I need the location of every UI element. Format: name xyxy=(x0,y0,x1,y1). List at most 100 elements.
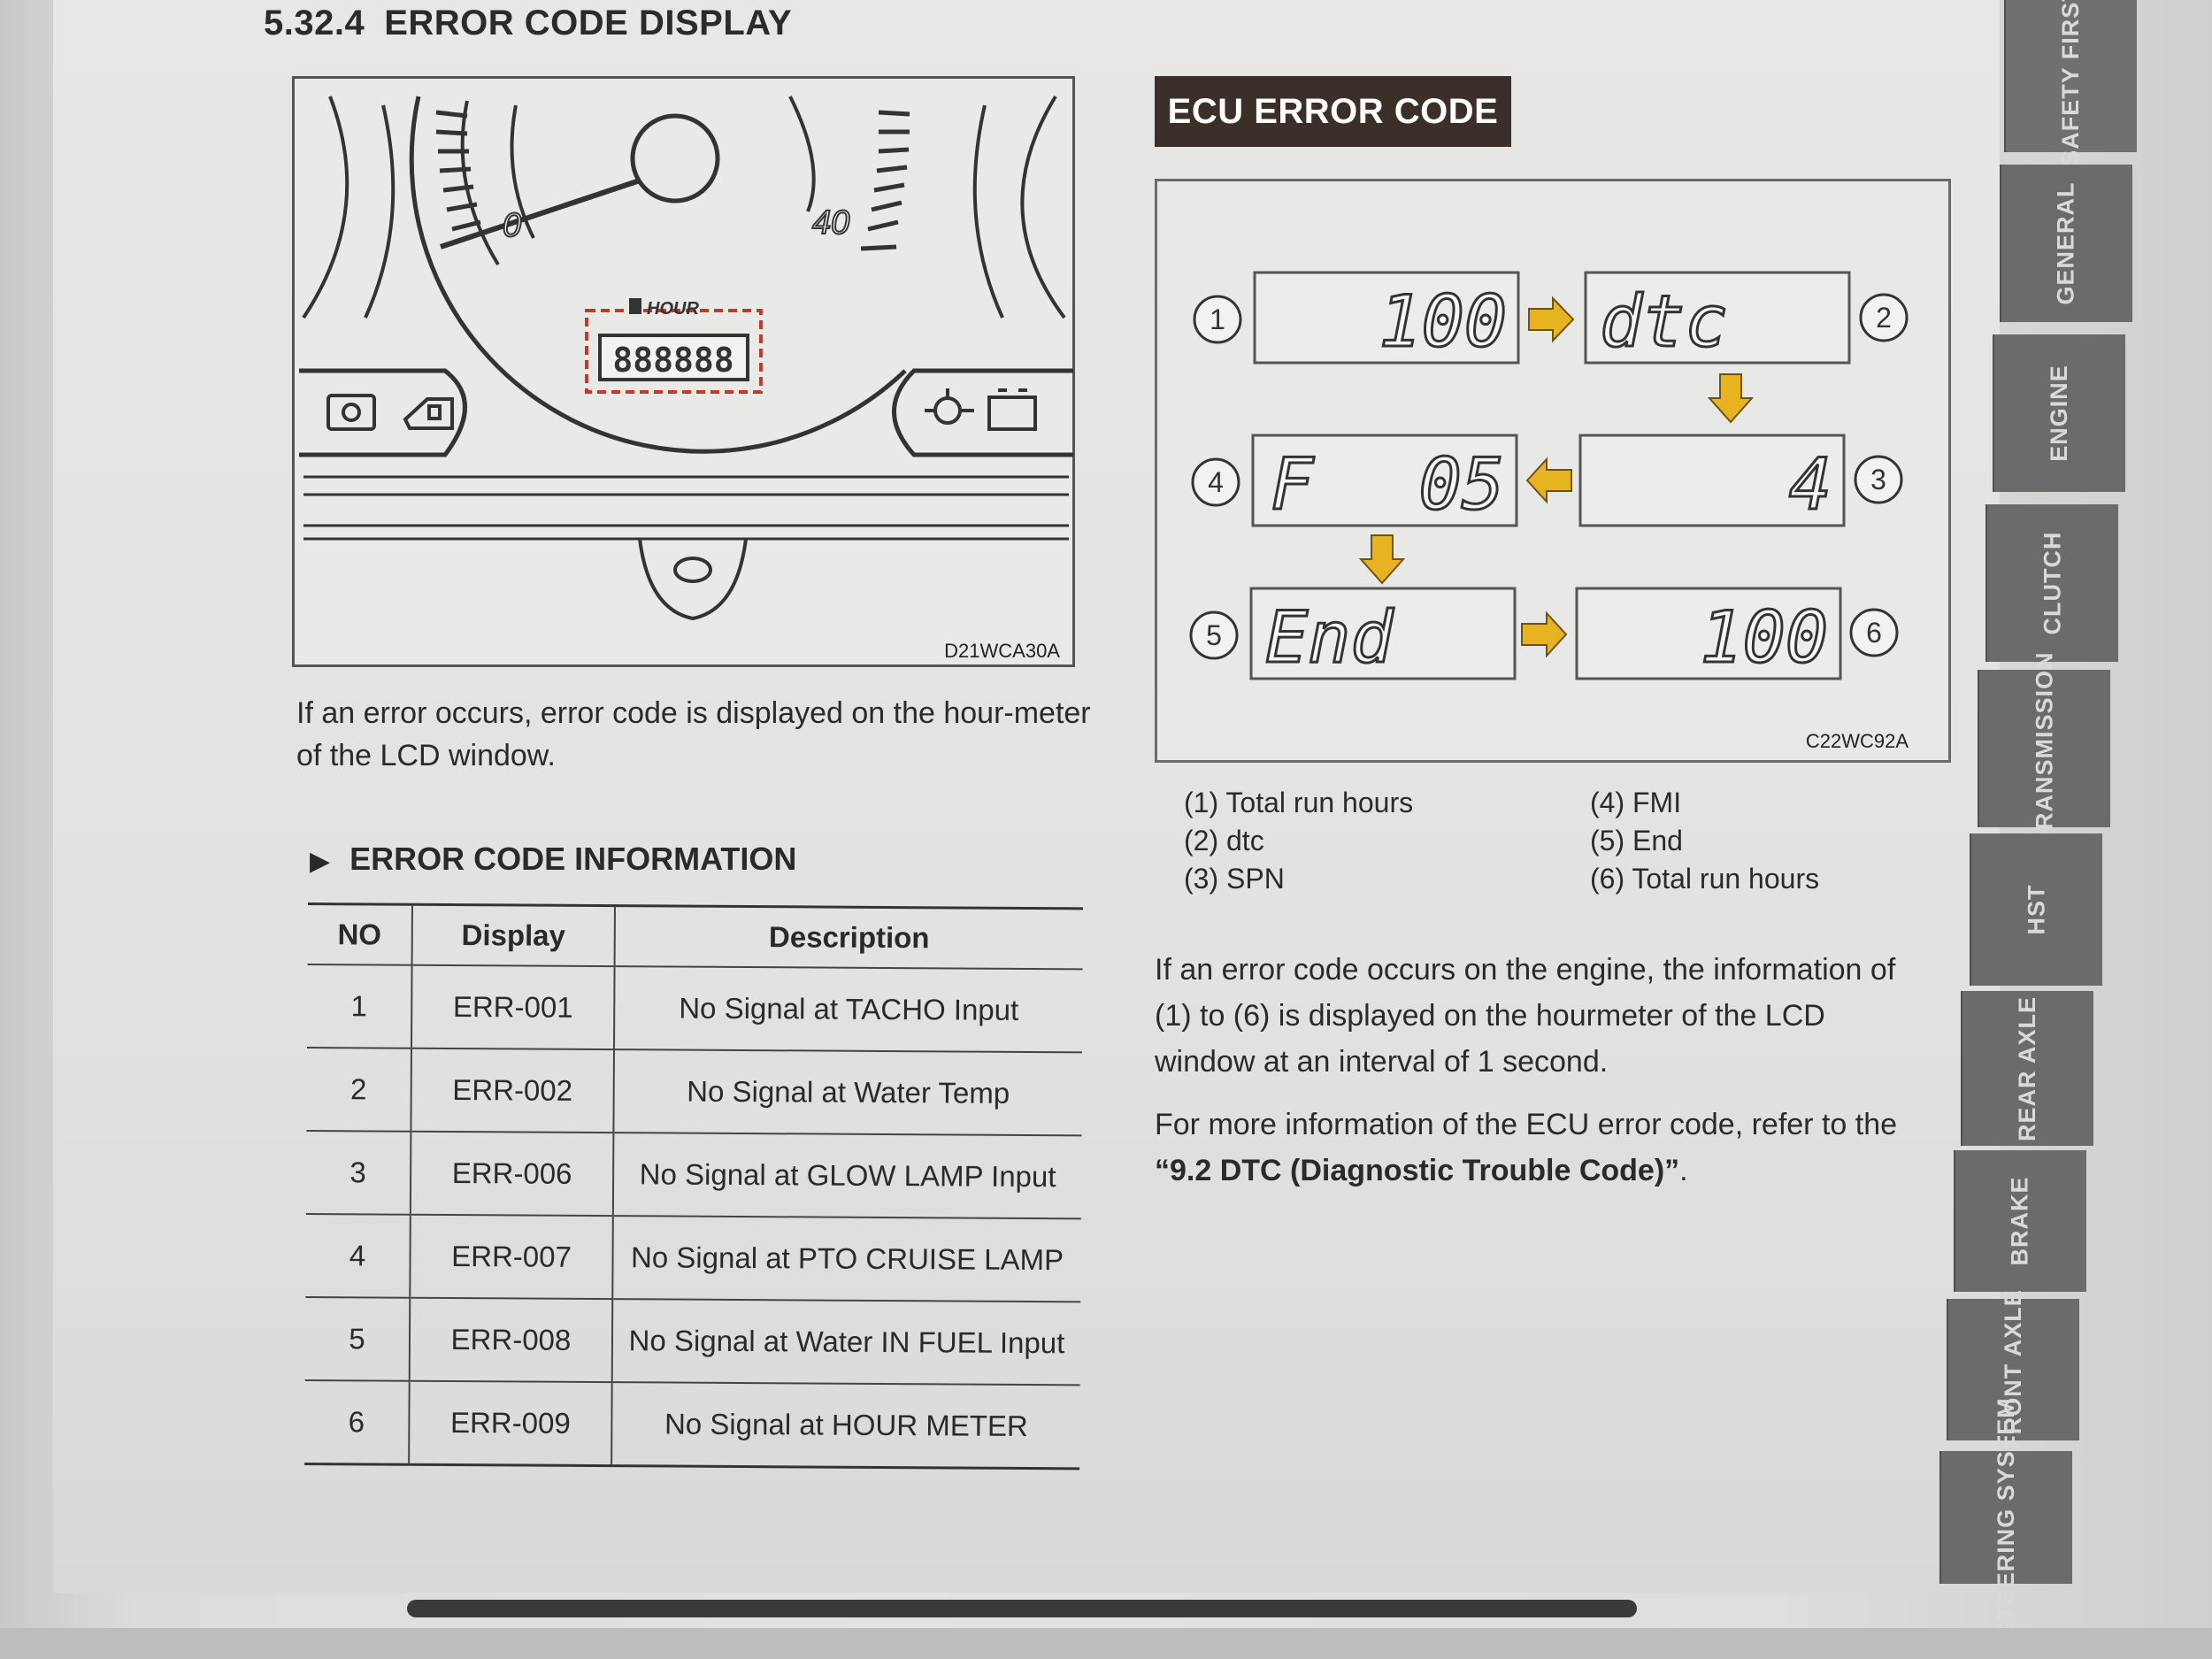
section-heading: ERROR CODE DISPLAY xyxy=(384,4,793,42)
tab-front-axle[interactable]: FRONT AXLE xyxy=(1947,1289,2079,1450)
legend-item: (1) Total run hours xyxy=(1184,787,1414,818)
ecu-title-badge: ECU ERROR CODE xyxy=(1155,76,1511,147)
tab-brake[interactable]: BRAKE xyxy=(1954,1150,2086,1292)
hourmeter-label: HOUR xyxy=(647,299,699,319)
legend-item: (6) Total run hours xyxy=(1590,863,1820,895)
tab-label: GENERAL xyxy=(2052,181,2079,305)
ecu-sequence-diagram: .lcd { fill:#ececea; stroke:#555; stroke… xyxy=(1189,271,1909,680)
error-code-table: NO Display Description 1 ERR-001 No Sign… xyxy=(304,902,1083,1470)
index-label-3: 3 xyxy=(1870,464,1886,495)
table-row: 2 ERR-002 No Signal at Water Temp xyxy=(306,1047,1082,1136)
cell-no: 3 xyxy=(305,1130,411,1215)
cell-display: ERR-006 xyxy=(410,1131,614,1217)
figure2-code: C22WC92A xyxy=(1805,730,1909,752)
index-circle-2 xyxy=(1859,293,1909,342)
lcd-text-1: 100 xyxy=(1379,280,1508,363)
table-row: 4 ERR-007 No Signal at PTO CRUISE LAMP xyxy=(305,1213,1081,1302)
intro-paragraph: If an error occurs, error code is displa… xyxy=(296,696,1091,772)
lcd-text-4-left: F xyxy=(1271,443,1315,526)
index-label-2: 2 xyxy=(1876,302,1892,334)
arrow-left-icon xyxy=(1525,457,1572,504)
ecu-sequence-figure: .lcd { fill:#ececea; stroke:#555; stroke… xyxy=(1155,179,1951,763)
lcd-panel-4 xyxy=(1251,434,1518,527)
tab-label: BRAKE xyxy=(2006,1176,2033,1266)
tab-safety-first[interactable]: SAFETY FIRST xyxy=(2004,0,2137,166)
cell-description: No Signal at Water Temp xyxy=(613,1049,1082,1136)
arrow-down-icon xyxy=(1358,534,1406,585)
tab-rear-axle[interactable]: REAR AXLE xyxy=(1961,991,2093,1146)
lcd-text-3: 4 xyxy=(1789,443,1832,526)
tab-steering-system[interactable]: STEERING SYSTEM xyxy=(1939,1397,2072,1638)
glow-plug-icon xyxy=(403,397,454,430)
index-label-5: 5 xyxy=(1206,619,1222,651)
section-number: 5.32.4 xyxy=(264,4,365,42)
cell-no: 1 xyxy=(306,964,412,1048)
table-header-row: NO Display Description xyxy=(307,903,1083,970)
hourmeter-window xyxy=(598,334,749,381)
lcd-text-5: End xyxy=(1265,596,1394,679)
table-row: 3 ERR-006 No Signal at GLOW LAMP Input xyxy=(305,1130,1082,1219)
table-row: 5 ERR-008 No Signal at Water IN FUEL Inp… xyxy=(304,1296,1081,1386)
cell-display: ERR-009 xyxy=(409,1380,612,1466)
legend-left: (1) Total run hours (2) dtc (3) SPN xyxy=(1184,784,1413,898)
tab-hst[interactable]: HST xyxy=(1970,833,2102,986)
arrow-right-icon xyxy=(1528,296,1575,343)
index-circle-6 xyxy=(1849,608,1899,657)
section-title: 5.32.4 ERROR CODE DISPLAY xyxy=(264,4,792,43)
arrow-down-icon xyxy=(1707,373,1755,424)
gauge-label-zero: 0 xyxy=(503,207,521,244)
horizontal-scrollbar[interactable] xyxy=(407,1600,1637,1617)
cell-display: ERR-008 xyxy=(409,1297,613,1383)
index-circle-4 xyxy=(1191,457,1240,507)
index-label-1: 1 xyxy=(1210,303,1225,335)
oil-pressure-icon xyxy=(925,388,974,425)
cell-description: No Signal at GLOW LAMP Input xyxy=(612,1133,1082,1219)
lcd-text-2: dtc xyxy=(1600,280,1728,363)
refer-suffix: . xyxy=(1679,1154,1688,1187)
cell-description: No Signal at PTO CRUISE LAMP xyxy=(612,1216,1081,1302)
error-info-title: ERROR CODE INFORMATION xyxy=(349,841,797,877)
table-row: 1 ERR-001 No Signal at TACHO Input xyxy=(306,964,1083,1053)
cell-description: No Signal at TACHO Input xyxy=(613,966,1083,1053)
tab-clutch[interactable]: CLUTCH xyxy=(1985,504,2118,662)
tab-engine[interactable]: ENGINE xyxy=(1993,334,2125,492)
screen-bezel xyxy=(0,1628,2212,1659)
tab-general[interactable]: GENERAL xyxy=(2000,165,2132,322)
tab-label: STEERING SYSTEM xyxy=(1993,1397,2020,1638)
index-label-6: 6 xyxy=(1866,617,1882,649)
cell-display: ERR-007 xyxy=(410,1214,613,1300)
ecu-paragraph: If an error code occurs on the engine, t… xyxy=(1155,953,1896,1079)
refer-paragraph: For more information of the ECU error co… xyxy=(1155,1102,1933,1194)
dashboard-illustration: 0 40 888888 HOUR xyxy=(299,95,1073,621)
battery-icon xyxy=(987,388,1037,431)
index-label-4: 4 xyxy=(1208,466,1224,498)
table-row: 6 ERR-009 No Signal at HOUR METER xyxy=(304,1379,1080,1469)
lcd-panel-5 xyxy=(1249,587,1517,680)
column-header-display: Display xyxy=(411,904,615,967)
refer-prefix: For more information of the ECU error co… xyxy=(1155,1108,1898,1141)
hourmeter-highlight-frame xyxy=(585,309,763,394)
cell-no: 5 xyxy=(304,1296,411,1381)
dtc-reference-link[interactable]: “9.2 DTC (Diagnostic Trouble Code)” xyxy=(1155,1154,1680,1187)
lcd-text-4-right: 05 xyxy=(1419,443,1504,526)
legend-right: (4) FMI (5) End (6) Total run hours xyxy=(1590,784,1819,898)
dashboard-figure: 0 40 888888 HOUR D21WCA30A xyxy=(292,76,1075,667)
legend-item: (3) SPN xyxy=(1184,863,1285,895)
cell-display: ERR-002 xyxy=(411,1048,614,1133)
tab-label: CLUTCH xyxy=(2038,531,2065,635)
cell-description: No Signal at Water IN FUEL Input xyxy=(611,1299,1081,1386)
tab-label: REAR AXLE xyxy=(2014,995,2041,1141)
arrow-right-icon xyxy=(1521,611,1568,658)
lcd-panel-2 xyxy=(1584,271,1851,365)
legend-item: (2) dtc xyxy=(1184,825,1264,856)
figure1-code: D21WCA30A xyxy=(944,640,1060,662)
cell-no: 2 xyxy=(306,1047,411,1132)
cell-description: No Signal at HOUR METER xyxy=(611,1382,1080,1469)
tab-label: ENGINE xyxy=(2046,365,2072,462)
lcd-panel-6 xyxy=(1575,587,1842,680)
index-circle-1 xyxy=(1193,295,1242,344)
column-header-no: NO xyxy=(307,903,412,965)
tab-transmission[interactable]: TRANSMISSION xyxy=(1978,651,2110,846)
hourglass-icon xyxy=(629,298,641,314)
cell-no: 6 xyxy=(304,1379,410,1465)
